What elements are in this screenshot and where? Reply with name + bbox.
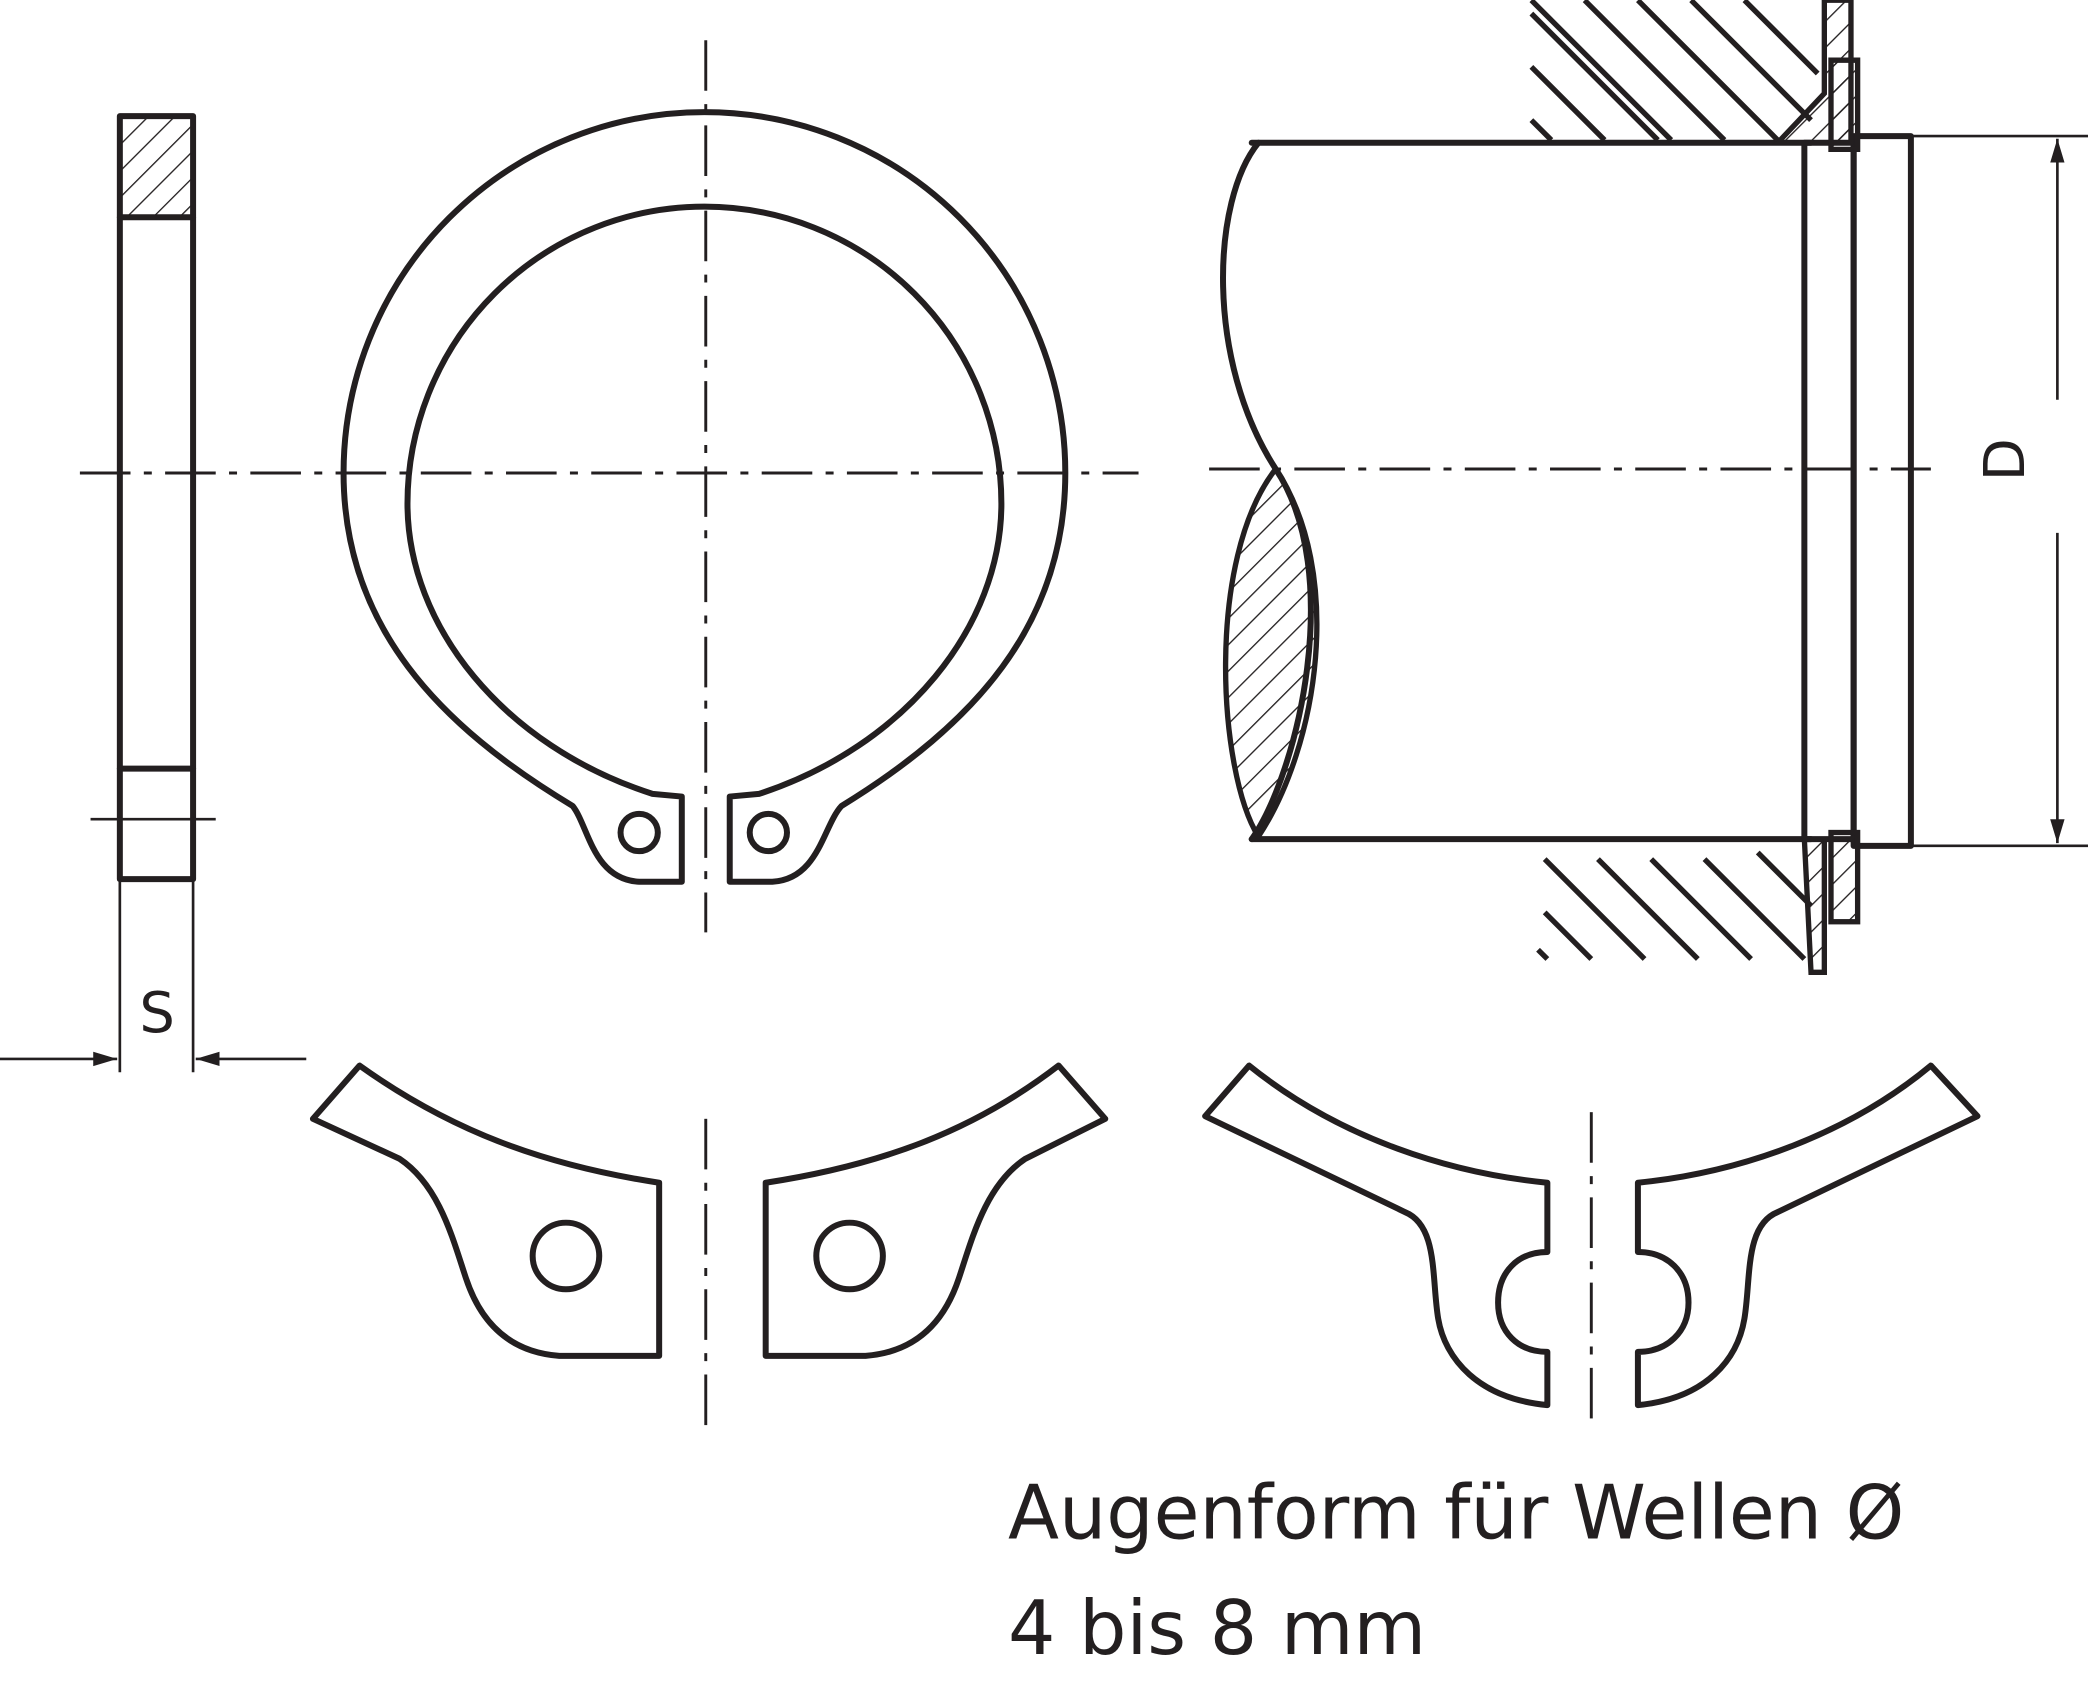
ring-front-view [340, 109, 1069, 885]
shaft-assembly-view: D [1209, 0, 2088, 976]
housing-hatch-top [1529, 0, 1820, 142]
side-view: S [0, 113, 307, 1073]
caption-line-2: 4 bis 8 mm [1008, 1585, 1426, 1672]
diameter-label: D [1973, 438, 2038, 481]
eye-form-round-hole [309, 1062, 1109, 1426]
eye-hole-left [617, 810, 661, 855]
housing-hatch-bottom [1536, 850, 1813, 961]
thickness-label: S [139, 981, 175, 1046]
eye-hole-right [746, 810, 790, 855]
caption-line-1: Augenform für Wellen Ø [1008, 1469, 1904, 1556]
eye-form-open-notch [1202, 1062, 1981, 1419]
